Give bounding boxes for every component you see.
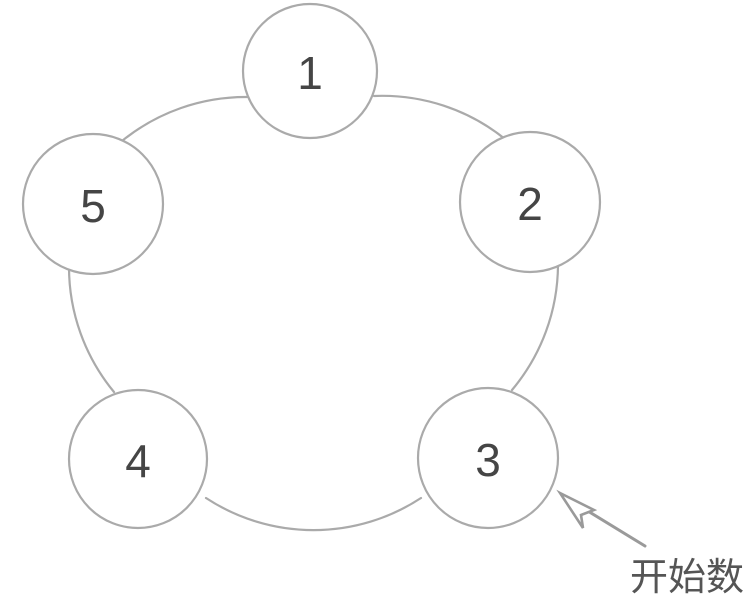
link-group	[67, 94, 560, 532]
link-node3-node4	[204, 496, 423, 532]
node-5-label: 5	[80, 180, 106, 232]
link-node5-node1	[120, 95, 249, 143]
node-3-label: 3	[475, 434, 501, 486]
node-3[interactable]: 3	[416, 386, 560, 530]
node-3-circle[interactable]	[416, 386, 560, 530]
node-1-label: 1	[297, 47, 323, 99]
link-node4-node5	[67, 265, 116, 394]
node-5-circle[interactable]	[21, 132, 165, 276]
node-4-circle[interactable]	[67, 388, 209, 530]
start-annotation-arrow	[556, 489, 647, 548]
node-1-circle[interactable]	[241, 2, 379, 140]
node-4-label: 4	[125, 435, 151, 487]
node-2[interactable]: 2	[458, 130, 602, 274]
node-5[interactable]: 5	[21, 132, 165, 276]
node-1[interactable]: 1	[241, 2, 379, 140]
link-node2-node3	[510, 263, 560, 392]
start-annotation-label: 开始数	[630, 555, 744, 599]
node-group: 1 2 3 4 5	[21, 2, 602, 530]
link-node1-node2	[372, 94, 507, 141]
node-4[interactable]: 4	[67, 388, 209, 530]
node-2-label: 2	[517, 178, 543, 230]
annotation-arrow-head-icon	[556, 489, 598, 529]
node-2-circle[interactable]	[458, 130, 602, 274]
